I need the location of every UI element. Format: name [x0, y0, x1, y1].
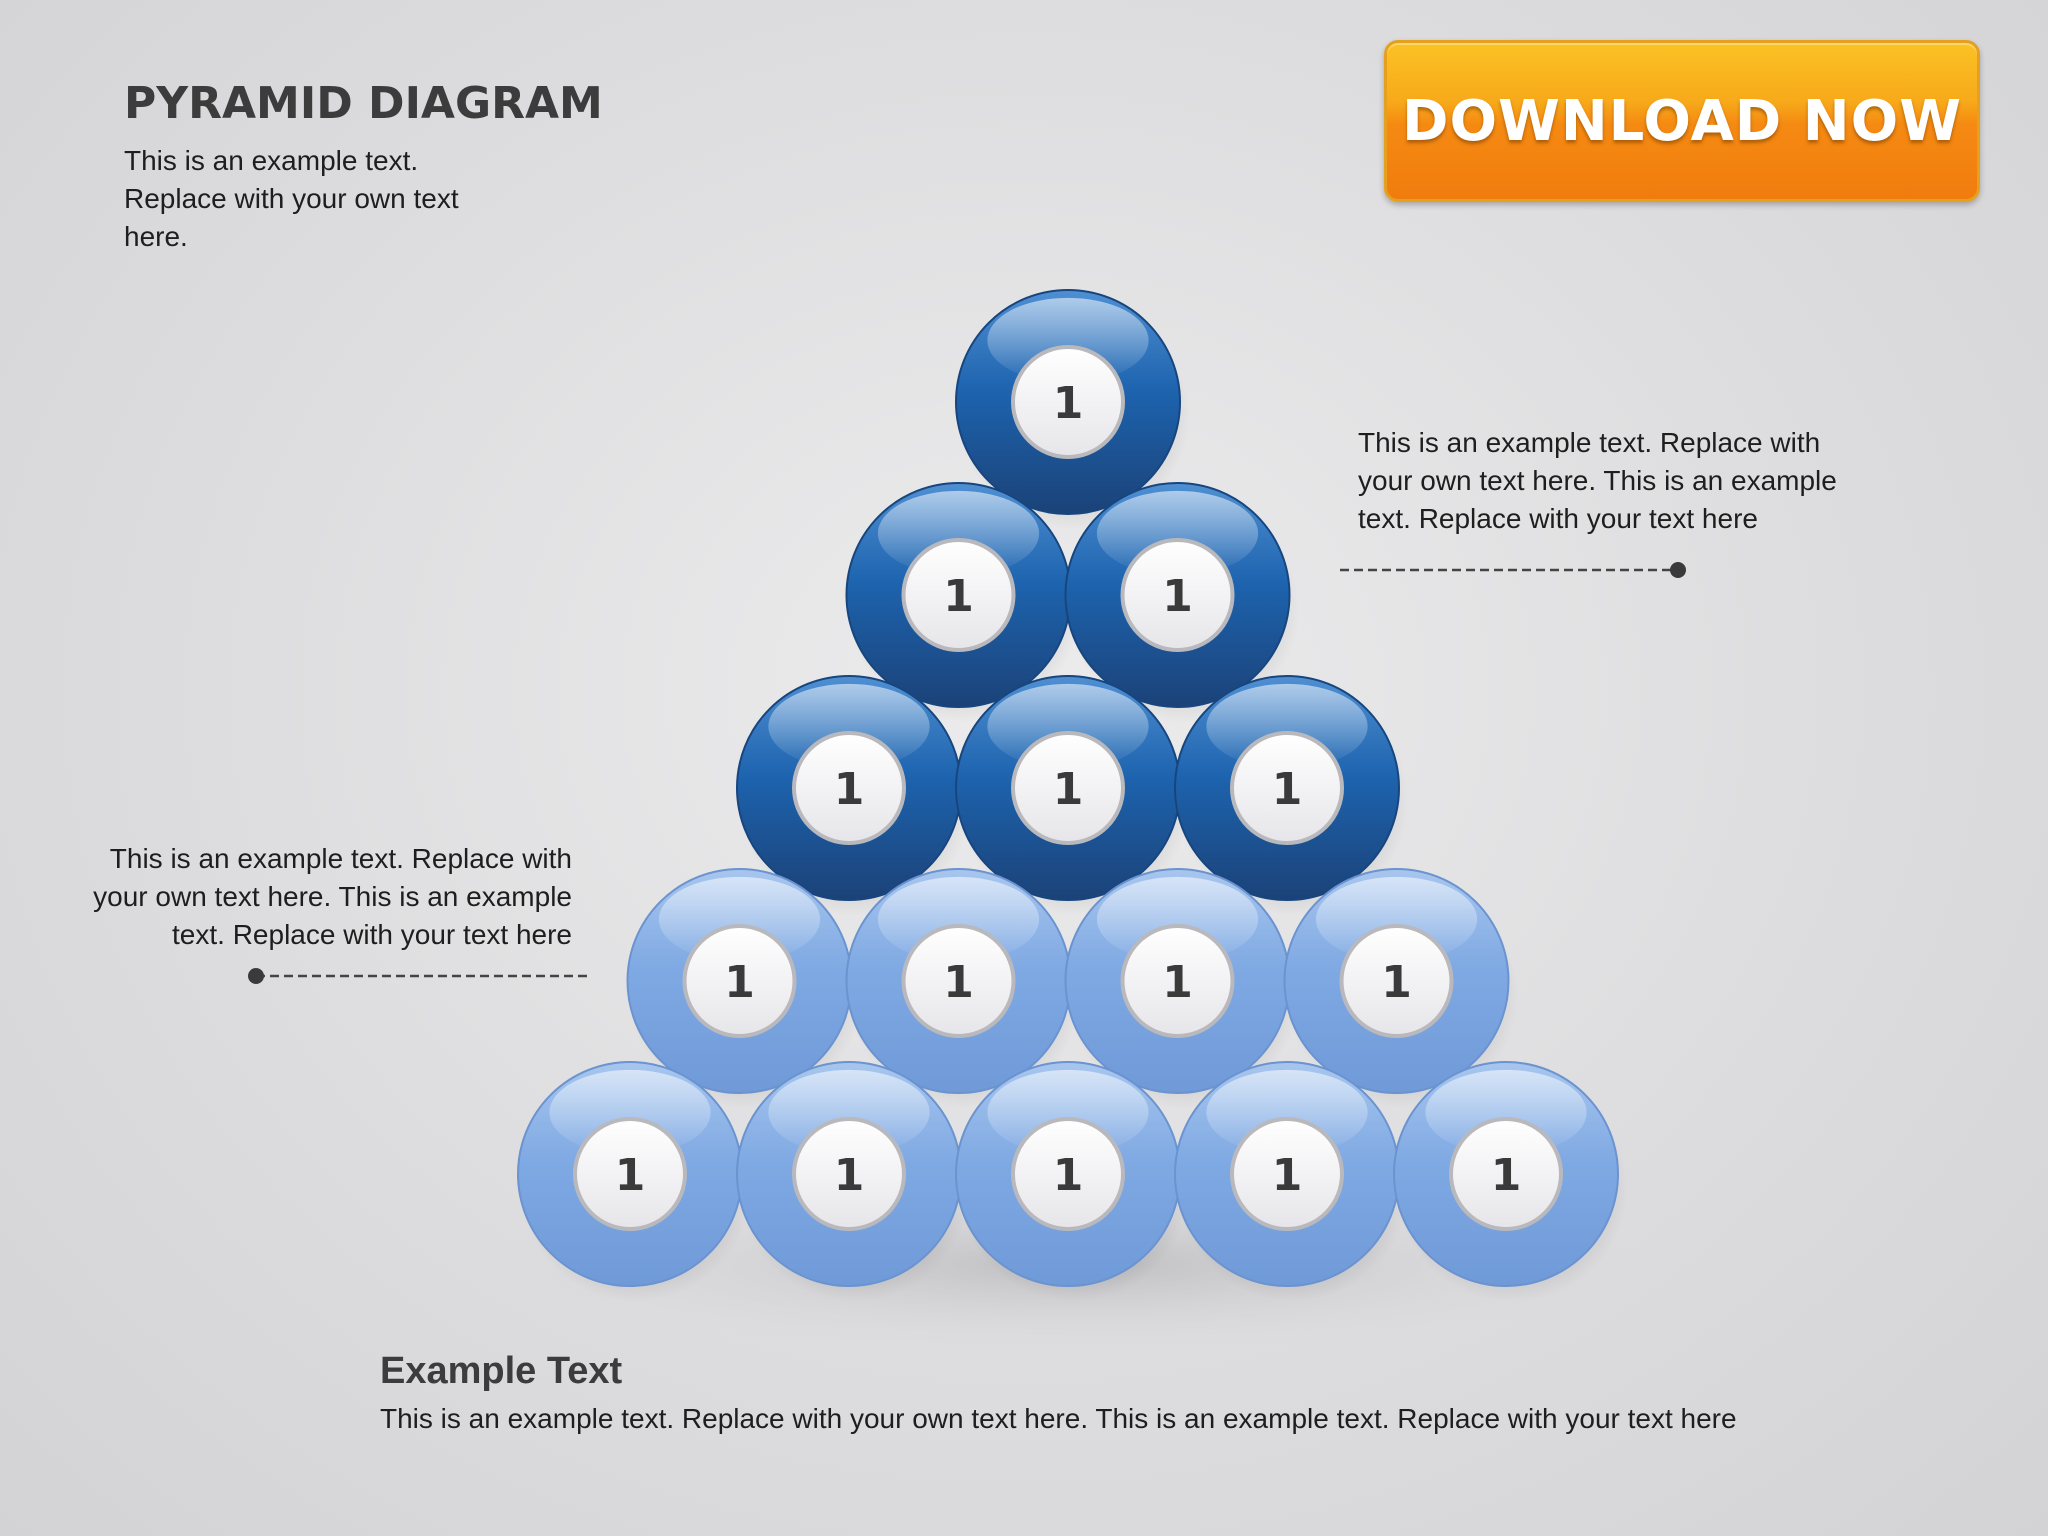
pyramid-ball: 1: [1393, 1061, 1628, 1302]
ball-number: 1: [943, 957, 974, 1008]
leader-dot: [1670, 562, 1686, 578]
pyramid-ball: 1: [955, 1061, 1190, 1302]
ball-number-disc: [1120, 924, 1235, 1038]
ball-number-disc: [1011, 1117, 1125, 1231]
leader-dot: [248, 968, 264, 984]
pyramid-ball: 1: [1174, 675, 1409, 916]
ball-number: 1: [615, 1150, 646, 1201]
leader-line-left: [248, 968, 588, 984]
ball-number: 1: [1162, 571, 1193, 622]
intro-line: This is an example text.: [124, 145, 419, 176]
ball-number: 1: [1053, 1150, 1084, 1201]
pyramid-ball: 1: [845, 482, 1081, 723]
footer-title: Example Text: [380, 1350, 623, 1392]
footer-text: This is an example text. Replace with yo…: [380, 1403, 1737, 1434]
page-title: PYRAMID DIAGRAM: [124, 78, 603, 129]
intro-text: This is an example text. Replace with yo…: [124, 142, 524, 256]
pyramid-ball: 1: [955, 675, 1190, 916]
callout-line: text. Replace with your text here: [1358, 503, 1758, 534]
pyramid-ball: 1: [1064, 868, 1300, 1109]
callout-line: your own text here. This is an example: [93, 881, 572, 912]
ball-number: 1: [1272, 764, 1303, 815]
pyramid-ball: 1: [955, 289, 1190, 530]
pyramid-ball: 1: [626, 868, 862, 1109]
callout-left-text: This is an example text. Replace with yo…: [60, 840, 572, 954]
pyramid-ball: 1: [1064, 482, 1300, 723]
pyramid-ball: 1: [517, 1061, 752, 1302]
leader-line-right: [1340, 562, 1686, 578]
ball-number-disc: [1120, 538, 1235, 652]
ball-number-disc: [1449, 1117, 1563, 1231]
ball-number: 1: [1162, 957, 1193, 1008]
callout-line: text. Replace with your text here: [172, 919, 572, 950]
pyramid-ball: 1: [1283, 868, 1519, 1109]
ball-number-disc: [573, 1117, 687, 1231]
callout-line: your own text here. This is an example: [1358, 465, 1837, 496]
pyramid-ball: 1: [736, 1061, 971, 1302]
download-button-label: DOWNLOAD NOW: [1401, 88, 1963, 154]
ball-number: 1: [834, 1150, 865, 1201]
ball-number: 1: [834, 764, 865, 815]
ball-number-disc: [1230, 1117, 1344, 1231]
ball-number: 1: [724, 957, 755, 1008]
intro-line: here.: [124, 221, 188, 252]
ball-number-disc: [1230, 731, 1344, 845]
ball-number: 1: [1053, 378, 1084, 429]
ball-number-disc: [792, 731, 906, 845]
ball-number-disc: [901, 924, 1016, 1038]
ball-number: 1: [1381, 957, 1412, 1008]
pyramid-ball: 1: [736, 675, 971, 916]
callout-right-text: This is an example text. Replace with yo…: [1358, 424, 1878, 538]
ball-number-disc: [1339, 924, 1454, 1038]
callout-line: This is an example text. Replace with: [109, 843, 572, 874]
ball-number-disc: [1011, 345, 1125, 459]
ball-number: 1: [1491, 1150, 1522, 1201]
pyramid-ball: 1: [1174, 1061, 1409, 1302]
intro-line: Replace with your own text: [124, 183, 459, 214]
callout-line: This is an example text. Replace with: [1358, 427, 1821, 458]
download-now-button[interactable]: DOWNLOAD NOW: [1384, 40, 1980, 202]
ball-number-disc: [682, 924, 797, 1038]
ball-number-disc: [1011, 731, 1125, 845]
ball-number: 1: [943, 571, 974, 622]
ball-number-disc: [901, 538, 1016, 652]
ball-number-disc: [792, 1117, 906, 1231]
pyramid-ball: 1: [845, 868, 1081, 1109]
ball-number: 1: [1053, 764, 1084, 815]
ball-number: 1: [1272, 1150, 1303, 1201]
